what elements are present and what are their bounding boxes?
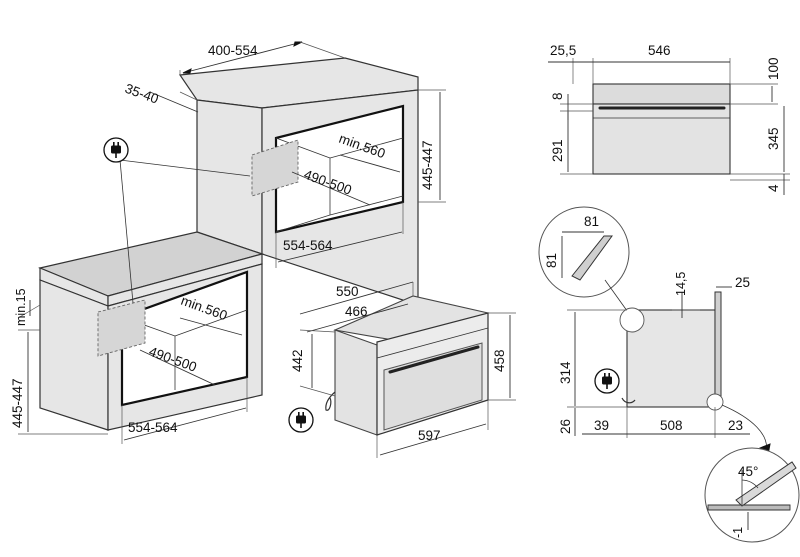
label-body-height: 345 [766,127,781,150]
label-lower-clearance: min.15 [14,288,28,326]
side-view-top [592,83,731,105]
label-panel: 8 [550,92,565,100]
angle-detail [704,447,800,543]
label-top-gap: 14,5 [674,272,688,296]
label-chamfer-v: 81 [544,253,559,268]
label-base: 26 [558,419,573,434]
side-view-body [592,103,731,175]
dim-upper-width: 554-564 [275,202,404,268]
label-chamfer-h: 81 [584,214,599,229]
lower-socket-zone [97,299,146,357]
appliance-iso [325,295,490,436]
label-upper-gap: 35-40 [123,81,161,107]
appliance-side [334,329,378,436]
dim-upper-depth: 400-554 [179,41,346,75]
dim-upper-height: 445-447 [418,89,446,203]
appliance-glass [383,342,483,431]
label-detail-width: 508 [660,418,683,433]
label-height-total: 458 [492,349,507,372]
plug-socket-icon [103,137,129,163]
label-right-margin: 23 [728,418,743,433]
side-view [592,83,731,175]
label-front-height: 291 [550,139,565,162]
appliance-handle [388,345,480,374]
chamfer-detail [538,206,631,316]
label-top-offset: 25,5 [550,43,576,58]
label-side-gap: 25 [735,275,750,290]
label-upper-width: 554-564 [283,238,333,253]
label-width-front: 597 [418,428,441,443]
lower-niche [38,231,265,431]
dim-lower-height: 445-447 [10,329,108,435]
upper-niche [178,57,419,306]
plug-socket-icon [288,407,314,433]
label-angle: 45° [738,464,758,479]
label-bottom: 4 [766,184,781,192]
label-upper-depth: 400-554 [208,43,258,58]
label-lower-height: 445-447 [10,378,25,428]
label-side-depth: 546 [648,43,671,58]
dim-lower-width: 554-564 [121,377,248,444]
label-depth-total: 550 [336,284,359,299]
label-depth-body: 466 [345,304,368,319]
label-height-body: 442 [290,349,305,372]
label-lower-width: 554-564 [128,420,178,435]
detail-view [619,291,724,411]
label-left-margin: 39 [594,418,609,433]
label-offset: -1 [731,527,745,538]
upper-socket-zone [251,139,299,197]
plug-socket-icon [594,368,620,394]
label-detail-height: 314 [558,361,573,384]
label-upper-height: 445-447 [420,140,435,190]
label-rear-height: 100 [766,57,781,80]
